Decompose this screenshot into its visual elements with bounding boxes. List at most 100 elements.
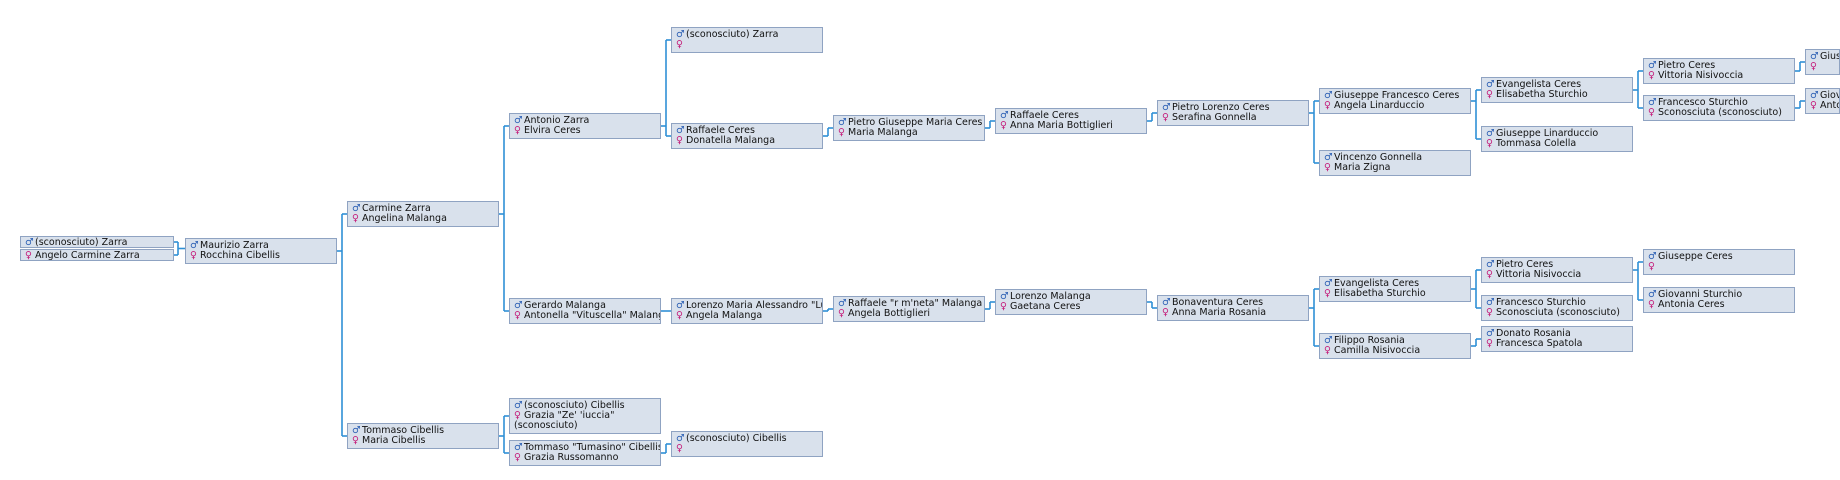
female-symbol-icon: ♀ [1486, 307, 1493, 318]
father-name: ♂Francesco Sturchio [1648, 98, 1791, 108]
male-symbol-icon: ♂ [676, 300, 685, 311]
couple-box-g8c[interactable]: ♂Evangelista Ceres♀Elisabetha Sturchio [1319, 276, 1471, 302]
father-name: ♂(sconosciuto) Zarra [676, 30, 819, 40]
couple-box-g8b[interactable]: ♂Vincenzo Gonnella♀Maria Zigna [1319, 150, 1471, 176]
person-name: Francesca Spatola [1496, 338, 1583, 349]
couple-box-g3a[interactable]: ♂Antonio Zarra♀Elvira Ceres [509, 113, 661, 139]
female-symbol-icon: ♀ [1162, 112, 1169, 123]
couple-box-g1[interactable]: ♂Maurizio Zarra♀Rocchina Cibellis [185, 238, 337, 264]
father-name: ♂Bonaventura Ceres [1162, 298, 1305, 308]
couple-box-g6a[interactable]: ♂Raffaele Ceres♀Anna Maria Bottiglieri [995, 108, 1147, 134]
couple-box-g4b[interactable]: ♂Raffaele Ceres♀Donatella Malanga [671, 123, 823, 149]
female-symbol-icon: ♀ [1648, 261, 1655, 272]
couple-box-g9b[interactable]: ♂Giuseppe Linarduccio♀Tommasa Colella [1481, 126, 1633, 152]
couple-box-g3c[interactable]: ♂(sconosciuto) Cibellis♀Grazia "Ze' 'iuc… [509, 398, 661, 434]
person-name: Tommasa Colella [1496, 138, 1577, 149]
couple-box-g8a[interactable]: ♂Giuseppe Francesco Ceres♀Angela Linardu… [1319, 88, 1471, 114]
male-symbol-icon: ♂ [1324, 278, 1333, 289]
person-name: Antonio Zarra [524, 115, 590, 126]
father-name: ♂Tommaso Cibellis [352, 426, 495, 436]
couple-box-g2a[interactable]: ♂Carmine Zarra♀Angelina Malanga [347, 201, 499, 227]
mother-name: ♀Maria Cibellis [352, 436, 495, 446]
female-symbol-icon: ♀ [25, 250, 32, 261]
couple-box-g10a[interactable]: ♂Pietro Ceres♀Vittoria Nisivoccia [1643, 58, 1795, 84]
person-name: Angelina Malanga [362, 213, 447, 224]
couple-box-g6b[interactable]: ♂Lorenzo Malanga♀Gaetana Ceres [995, 289, 1147, 315]
female-symbol-icon: ♀ [1486, 338, 1493, 349]
couple-box-g4a[interactable]: ♂(sconosciuto) Zarra♀ [671, 27, 823, 53]
person-name: Grazia "Ze' 'iuccia" (sconosciuto) [514, 410, 615, 431]
couple-box-g5a[interactable]: ♂Pietro Giuseppe Maria Ceres♀Maria Malan… [833, 115, 985, 141]
couple-box-g9c[interactable]: ♂Pietro Ceres♀Vittoria Nisivoccia [1481, 257, 1633, 283]
person-name: Sconosciuta (sconosciuto) [1496, 307, 1620, 318]
mother-name: ♀Angelo Carmine Zarra [25, 251, 170, 261]
person-name: Raffaele Ceres [1010, 110, 1079, 121]
male-symbol-icon: ♂ [352, 203, 361, 214]
couple-box-g5b[interactable]: ♂Raffaele "r m'neta" Malanga♀Angela Bott… [833, 296, 985, 322]
female-symbol-icon: ♀ [676, 443, 683, 454]
mother-name: ♀Angela Linarduccio [1324, 101, 1467, 111]
couple-box-g2b[interactable]: ♂Tommaso Cibellis♀Maria Cibellis [347, 423, 499, 449]
female-symbol-icon: ♀ [1648, 70, 1655, 81]
mother-name: ♀Elvira Ceres [514, 126, 657, 136]
father-name: ♂Raffaele Ceres [676, 126, 819, 136]
father-name: ♂Giuseppe Linarduccio [1486, 129, 1629, 139]
male-symbol-icon: ♂ [1648, 60, 1657, 71]
mother-name: ♀Rocchina Cibellis [190, 251, 333, 261]
person-name: Francesco Sturchio [1496, 297, 1586, 308]
couple-box-g3d[interactable]: ♂Tommaso "Tumasino" Cibellis♀Grazia Russ… [509, 440, 661, 466]
person-name: Gaetana Ceres [1010, 301, 1081, 312]
mother-name: ♀Antonella "Vituscella" Malanga [514, 311, 660, 321]
couple-box-root-father[interactable]: ♂(sconosciuto) Zarra [20, 236, 174, 248]
person-name: Pietro Lorenzo Ceres [1172, 102, 1270, 113]
couple-box-g10b[interactable]: ♂Francesco Sturchio♀Sconosciuta (sconosc… [1643, 95, 1795, 121]
father-name: ♂Evangelista Ceres [1486, 80, 1629, 90]
male-symbol-icon: ♂ [1486, 259, 1495, 270]
person-name: Gius [1820, 51, 1840, 62]
female-symbol-icon: ♀ [1324, 288, 1331, 299]
female-symbol-icon: ♀ [1810, 61, 1817, 72]
couple-box-g4c[interactable]: ♂Lorenzo Maria Alessandro "Lu Fabbricato… [671, 298, 823, 324]
mother-name: ♀Sconosciuta (sconosciuto) [1486, 308, 1629, 318]
father-name: ♂Lorenzo Malanga [1000, 292, 1143, 302]
person-name: Antonia Ceres [1658, 299, 1725, 310]
female-symbol-icon: ♀ [1486, 89, 1493, 100]
couple-box-g9e[interactable]: ♂Donato Rosania♀Francesca Spatola [1481, 326, 1633, 352]
person-name: Evangelista Ceres [1334, 278, 1420, 289]
mother-name: ♀Elisabetha Sturchio [1324, 289, 1467, 299]
male-symbol-icon: ♂ [514, 442, 523, 453]
male-symbol-icon: ♂ [838, 298, 847, 309]
couple-box-g7a[interactable]: ♂Pietro Lorenzo Ceres♀Serafina Gonnella [1157, 100, 1309, 126]
mother-name: ♀Francesca Spatola [1486, 339, 1629, 349]
father-name: ♂Raffaele "r m'neta" Malanga [838, 298, 983, 309]
couple-box-root-child[interactable]: ♀Angelo Carmine Zarra [20, 249, 174, 261]
couple-box-g11b[interactable]: ♂Giov♀Anto [1805, 88, 1840, 114]
couple-box-g9d[interactable]: ♂Francesco Sturchio♀Sconosciuta (sconosc… [1481, 295, 1633, 321]
person-name: Maria Cibellis [362, 435, 426, 446]
couple-box-g11a[interactable]: ♂Gius♀ [1805, 49, 1840, 75]
person-name: Pietro Giuseppe Maria Ceres [848, 117, 983, 128]
couple-box-g7b[interactable]: ♂Bonaventura Ceres♀Anna Maria Rosania [1157, 295, 1309, 321]
person-name: Lorenzo Maria Alessandro "Lu Fabbricator… [686, 300, 822, 311]
mother-name: ♀Gaetana Ceres [1000, 302, 1143, 312]
female-symbol-icon: ♀ [1162, 307, 1169, 318]
father-name: ♂Pietro Ceres [1648, 61, 1791, 71]
person-name: Raffaele "r m'neta" Malanga [848, 298, 983, 309]
male-symbol-icon: ♂ [1000, 110, 1009, 121]
couple-box-g9a[interactable]: ♂Evangelista Ceres♀Elisabetha Sturchio [1481, 77, 1633, 103]
mother-name: ♀Angelina Malanga [352, 214, 495, 224]
mother-name: ♀ [676, 444, 819, 454]
couple-box-g8d[interactable]: ♂Filippo Rosania♀Camilla Nisivoccia [1319, 333, 1471, 359]
person-name: Giuseppe Francesco Ceres [1334, 90, 1460, 101]
couple-box-g10c[interactable]: ♂Giuseppe Ceres♀ [1643, 249, 1795, 275]
couple-box-g3b[interactable]: ♂Gerardo Malanga♀Antonella "Vituscella" … [509, 298, 661, 324]
couple-box-g10d[interactable]: ♂Giovanni Sturchio♀Antonia Ceres [1643, 287, 1795, 313]
person-name: Carmine Zarra [362, 203, 431, 214]
person-name: Giuseppe Ceres [1658, 251, 1733, 262]
female-symbol-icon: ♀ [1648, 299, 1655, 310]
female-symbol-icon: ♀ [1486, 138, 1493, 149]
person-name: (sconosciuto) Cibellis [686, 433, 787, 444]
couple-box-g4d[interactable]: ♂(sconosciuto) Cibellis♀ [671, 431, 823, 457]
